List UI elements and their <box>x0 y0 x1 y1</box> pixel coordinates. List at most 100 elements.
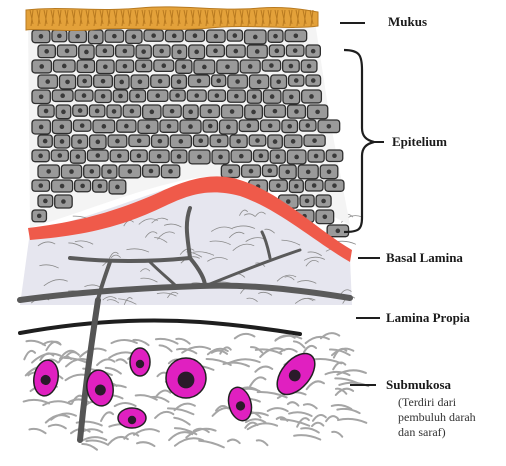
epithelial-cell <box>160 120 178 132</box>
epithelial-cell <box>247 90 261 103</box>
epithelial-cell <box>126 30 142 43</box>
submucosa-fiber <box>332 432 342 437</box>
submucosa-fiber <box>46 415 69 423</box>
epithelial-cell <box>84 165 100 178</box>
epithelial-cell <box>110 150 128 162</box>
submukosa-note-line-3: dan saraf) <box>398 425 446 440</box>
epithelial-cell <box>75 180 91 192</box>
epithelial-cell <box>88 30 103 44</box>
epithelial-cell <box>318 120 340 133</box>
epithelial-cell <box>289 180 303 192</box>
submucosa-fiber <box>115 403 136 406</box>
epithelial-cell <box>172 45 187 59</box>
submucosa-fiber <box>101 412 113 421</box>
submucosa-fiber <box>156 339 178 344</box>
submucosa-fiber <box>134 429 159 435</box>
epithelial-cell <box>105 30 124 42</box>
epithelial-cell <box>38 135 52 147</box>
epithelial-cell <box>161 165 179 178</box>
epithelial-cell <box>301 60 317 72</box>
submucosa-fiber <box>312 359 341 363</box>
epithelial-cell <box>221 105 242 118</box>
epithelial-cell <box>320 165 338 179</box>
epithelial-cell <box>165 30 183 42</box>
submucosa-fiber <box>333 362 345 369</box>
submucosa-fiber <box>313 415 326 421</box>
submucosa-fiber <box>176 339 189 344</box>
epithelial-cell <box>284 135 302 148</box>
epithelial-cell <box>72 135 88 148</box>
submucosa-fiber <box>294 341 305 347</box>
epithelial-cell <box>154 60 174 71</box>
epithelial-cell <box>90 135 106 149</box>
epithelial-cell <box>188 75 209 87</box>
epithelial-cell <box>212 75 226 86</box>
epithelial-cell <box>75 90 93 101</box>
epithelial-cell <box>97 60 115 74</box>
epithelial-cell <box>144 30 163 41</box>
submucosa-fiber <box>312 423 323 426</box>
epithelial-cell <box>151 75 170 87</box>
epithelial-cell <box>114 75 129 89</box>
submucosa-fiber <box>117 359 127 363</box>
submucosa-fiber <box>155 412 173 418</box>
epithelial-cell <box>307 105 327 119</box>
epithelial-cell <box>89 105 104 117</box>
epithelial-cell <box>170 135 191 148</box>
epithelial-cell <box>316 210 334 224</box>
epithelial-cell <box>77 60 95 72</box>
submucosa-fiber <box>199 441 224 448</box>
submucosa-fiber <box>304 346 316 352</box>
epithelial-cell <box>298 165 318 179</box>
label-mukus: Mukus <box>388 14 427 30</box>
epithelial-cell <box>52 120 71 133</box>
epithelial-cell <box>143 165 160 177</box>
epithelial-cell <box>32 120 50 134</box>
epithelial-cell <box>189 45 205 59</box>
epithelial-cell <box>171 75 186 88</box>
epithelial-cell <box>153 45 170 57</box>
submucosa-fiber <box>207 359 231 365</box>
submucosa-fiber <box>86 440 108 444</box>
epithelial-cell <box>210 135 228 147</box>
epithelial-cell <box>230 135 247 148</box>
submucosa-fiber <box>160 345 172 351</box>
epithelial-cell <box>208 90 225 101</box>
epithelial-cell <box>79 45 94 59</box>
epithelial-cell <box>263 90 281 103</box>
submucosa-cell <box>118 408 146 428</box>
label-submukosa: Submukosa <box>386 377 451 393</box>
epithelial-cell <box>240 60 260 73</box>
submucosa-fiber <box>255 367 272 372</box>
epithelial-cell <box>163 105 181 117</box>
epithelial-cell <box>59 75 75 89</box>
epithelial-cell <box>187 90 206 101</box>
submucosa-fiber <box>268 408 288 411</box>
epithelial-cell <box>136 45 151 58</box>
epithelial-cell <box>299 120 316 131</box>
epithelial-cell <box>130 90 146 102</box>
epithelial-cell <box>207 45 225 57</box>
epithelial-cell <box>32 60 51 73</box>
epithelial-cell <box>207 30 225 42</box>
epithelial-cell <box>185 30 204 41</box>
submucosa-cell <box>130 348 150 376</box>
epithelial-cell <box>245 30 267 44</box>
submucosa-fiber <box>246 419 265 422</box>
epithelial-cell <box>136 60 152 72</box>
epithelial-cell <box>131 75 149 89</box>
epithelial-cell <box>38 195 53 207</box>
epithelial-cell <box>203 120 217 132</box>
epithelial-cell <box>70 150 85 163</box>
epithelial-cell <box>149 150 169 162</box>
epithelial-cell <box>73 120 91 131</box>
epithelial-cell <box>247 45 267 58</box>
epithelial-cell <box>107 105 121 118</box>
epithelial-cell <box>193 135 208 146</box>
epithelial-cell <box>117 120 136 132</box>
epithelial-cell <box>269 180 287 191</box>
epithelial-cell <box>148 90 168 101</box>
submucosa-fiber <box>250 377 265 386</box>
label-epitelium: Epitelium <box>392 134 447 150</box>
